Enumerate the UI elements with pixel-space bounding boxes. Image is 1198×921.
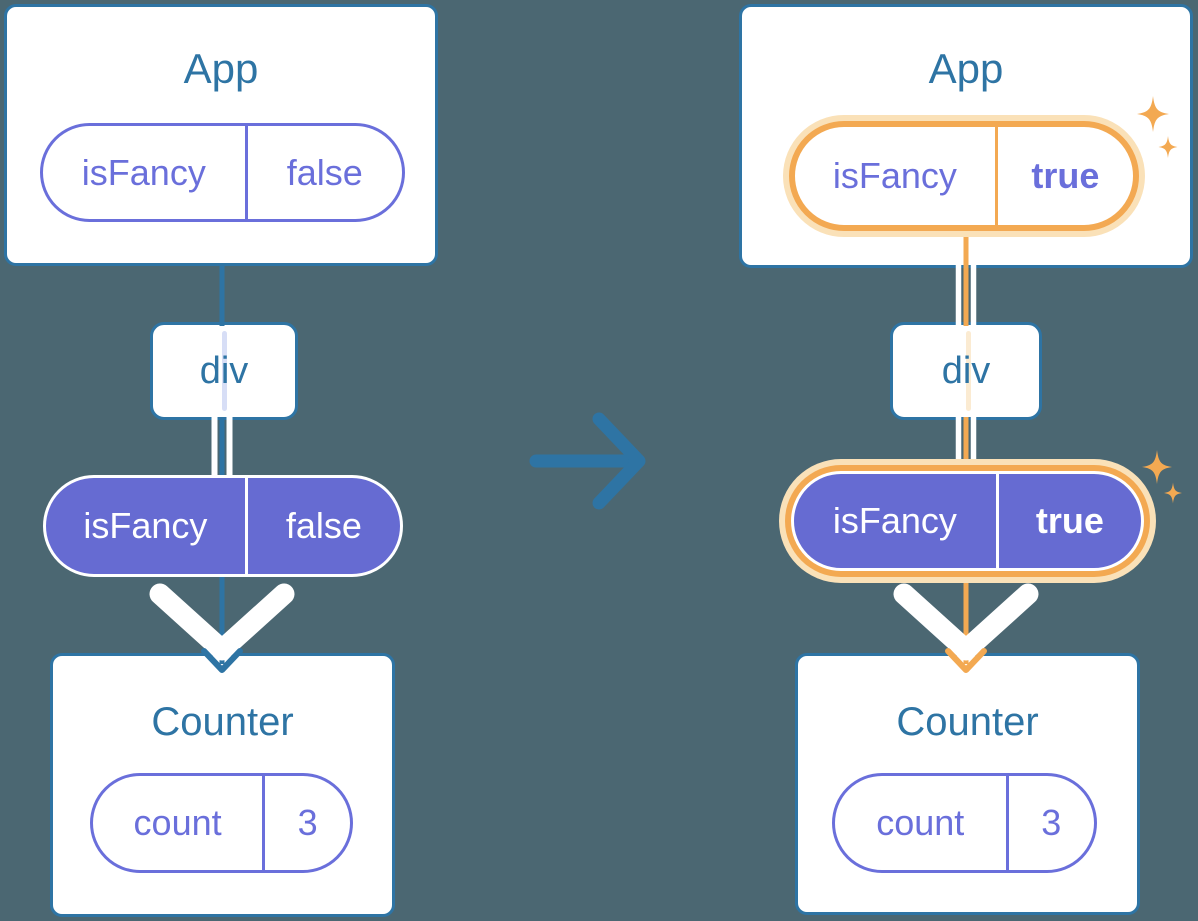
prop-name-label: isFancy <box>832 500 957 541</box>
state-value-label: false <box>286 151 363 193</box>
state-value-cell: true <box>998 127 1133 225</box>
prop-name-label: isFancy <box>83 505 208 546</box>
prop-name-cell: isFancy <box>46 478 248 574</box>
count-value-cell: 3 <box>265 776 350 870</box>
passed-prop-pill-before: isFancy false <box>43 475 403 577</box>
count-name-label: count <box>876 802 965 843</box>
count-value-label: 3 <box>297 802 318 843</box>
passed-prop-pill-after: isFancy true <box>791 471 1144 571</box>
div-label: div <box>199 349 249 392</box>
prop-value-label: true <box>1035 500 1104 541</box>
count-value-cell: 3 <box>1009 776 1094 870</box>
app-card-title: App <box>928 45 1004 92</box>
count-name-label: count <box>133 802 222 843</box>
render-path-stripe <box>222 331 227 411</box>
count-name-cell: count <box>835 776 1009 870</box>
arrow-right-icon <box>529 412 646 510</box>
sparkle-icon <box>1142 450 1172 484</box>
counter-card-title: Counter <box>151 700 294 744</box>
prop-value-cell: true <box>999 474 1141 568</box>
counter-state-pill-before: count 3 <box>90 773 353 873</box>
app-card-title: App <box>183 45 259 92</box>
div-card-after: div <box>890 322 1042 420</box>
count-name-cell: count <box>93 776 266 870</box>
prop-name-cell: isFancy <box>794 474 999 568</box>
state-name-label: isFancy <box>81 151 206 193</box>
state-name-cell: isFancy <box>43 126 248 219</box>
count-value-label: 3 <box>1041 802 1062 843</box>
props-flow-chevron-icon <box>149 583 295 661</box>
sparkle-icon <box>1164 482 1182 504</box>
prop-value-label: false <box>285 505 362 546</box>
app-state-pill-before: isFancy false <box>40 123 405 222</box>
state-name-cell: isFancy <box>795 127 998 225</box>
div-label: div <box>941 349 991 392</box>
app-state-pill-after: isFancy true <box>789 121 1139 231</box>
prop-value-cell: false <box>248 478 400 574</box>
state-name-label: isFancy <box>832 155 957 196</box>
counter-state-pill-after: count 3 <box>832 773 1097 873</box>
state-value-cell: false <box>248 126 402 219</box>
counter-card-title: Counter <box>896 700 1039 744</box>
render-path-stripe-highlight <box>966 331 971 411</box>
props-flow-chevron-icon <box>893 583 1039 661</box>
state-value-label: true <box>1031 155 1100 196</box>
div-card-before: div <box>150 322 298 420</box>
